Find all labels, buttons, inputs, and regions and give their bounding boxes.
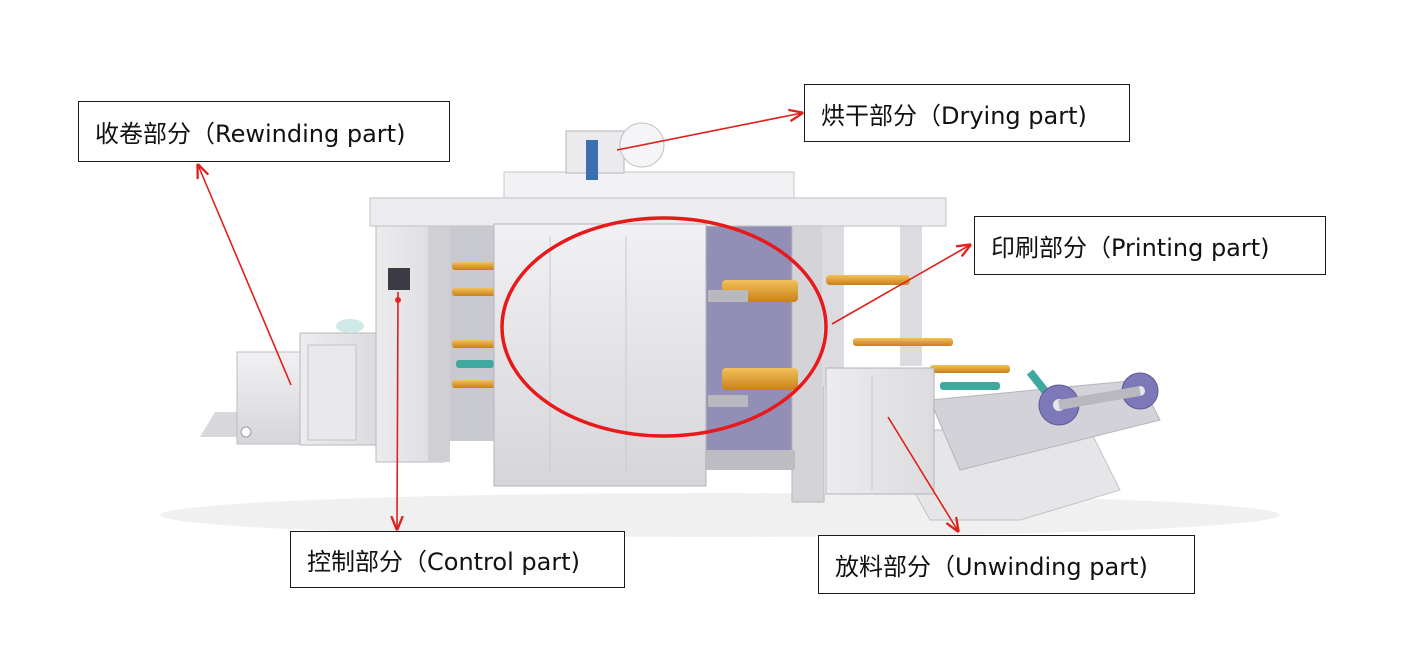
label-drying-part: 烘干部分（Drying part) — [804, 84, 1130, 142]
arrow-control — [397, 291, 398, 529]
unwinding-unit — [825, 338, 1161, 521]
label-drying-text: 烘干部分（Drying part) — [821, 101, 1087, 130]
label-printing-part: 印刷部分（Printing part) — [974, 216, 1326, 275]
arrow-rewinding — [198, 165, 292, 386]
arrow-printing — [831, 245, 970, 325]
arrow-unwinding — [887, 416, 958, 531]
pointer-arrows — [198, 113, 970, 531]
label-printing-text: 印刷部分（Printing part) — [991, 234, 1270, 262]
label-control-part: 控制部分（Control part) — [290, 531, 625, 588]
printing-section-frame — [450, 225, 922, 503]
arrow-drying — [616, 113, 802, 151]
label-unwinding-text: 放料部分（Unwinding part) — [835, 553, 1148, 581]
label-unwinding-part: 放料部分（Unwinding part) — [818, 535, 1195, 594]
label-rewinding-text: 收卷部分（Rewinding part) — [95, 120, 406, 148]
label-control-text: 控制部分（Control part) — [307, 548, 580, 576]
top-canopy — [369, 171, 947, 227]
printing-highlight-ellipse — [500, 216, 828, 438]
drying-unit — [565, 122, 665, 180]
label-rewinding-part: 收卷部分（Rewinding part) — [78, 101, 450, 162]
control-column — [375, 225, 450, 463]
rewinding-unit — [200, 319, 379, 446]
